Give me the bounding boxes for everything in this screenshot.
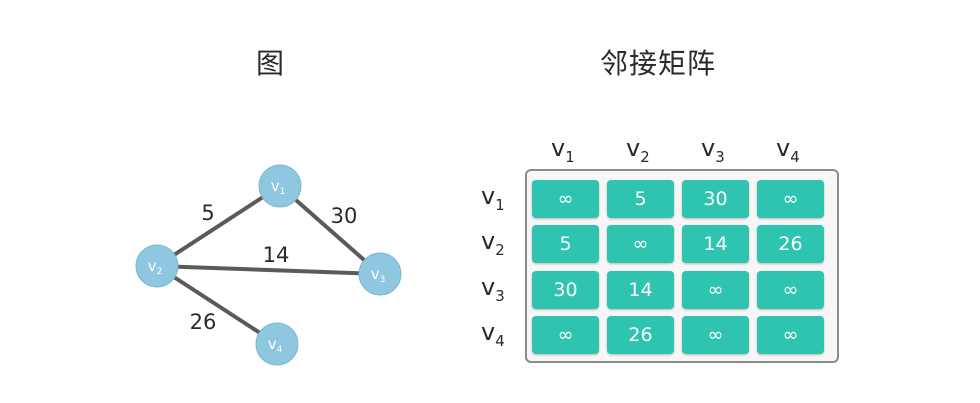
graph-diagram: 5 30 14 26 v1 v2 v3 v4 [135,164,402,366]
node-v2[interactable] [135,244,179,288]
matrix-cell: ∞ [757,180,824,218]
edge-v2-v4 [155,264,279,346]
matrix-row-header-3: v3 [481,273,505,305]
edge-v2-v3 [156,264,381,276]
matrix-cell: 26 [607,316,674,354]
node-label-v4: v4 [268,335,283,355]
matrix-cell: ∞ [682,271,749,309]
edge-weight-v1-v3: 30 [331,204,358,228]
matrix-cell: ∞ [532,180,599,218]
matrix-cell: ∞ [757,316,824,354]
matrix-cell: ∞ [682,316,749,354]
edge-v1-v3 [278,184,382,276]
matrix-cell: ∞ [607,225,674,263]
matrix-col-header-2: v2 [626,134,650,166]
node-label-v2: v2 [148,257,163,277]
node-label-v1: v1 [271,177,286,197]
node-v3[interactable] [358,252,402,296]
matrix-col-header-4: v4 [776,134,800,166]
matrix-cell: ∞ [757,271,824,309]
matrix-cell: 5 [607,180,674,218]
node-label-v3: v3 [371,265,386,285]
matrix-col-header-3: v3 [701,134,725,166]
matrix-cell: 30 [532,271,599,309]
matrix-title: 邻接矩阵 [600,47,717,80]
node-v4[interactable] [255,322,299,366]
edge-weight-v2-v3: 14 [263,243,290,267]
matrix-cell: 5 [532,225,599,263]
edge-weight-v1-v2: 5 [201,201,214,225]
matrix-cell: 14 [607,271,674,309]
node-v1[interactable] [258,164,302,208]
edge-weight-v2-v4: 26 [190,310,217,334]
graph-title: 图 [256,47,286,80]
matrix-row-header-2: v2 [481,227,505,259]
matrix-cell: 26 [757,225,824,263]
matrix-row-header-4: v4 [481,318,505,350]
matrix-cell: ∞ [532,316,599,354]
matrix-row-header-1: v1 [481,182,505,214]
matrix-cell: 14 [682,225,749,263]
matrix-col-header-1: v1 [551,134,575,166]
matrix-cell: 30 [682,180,749,218]
edge-v1-v2 [155,184,282,268]
